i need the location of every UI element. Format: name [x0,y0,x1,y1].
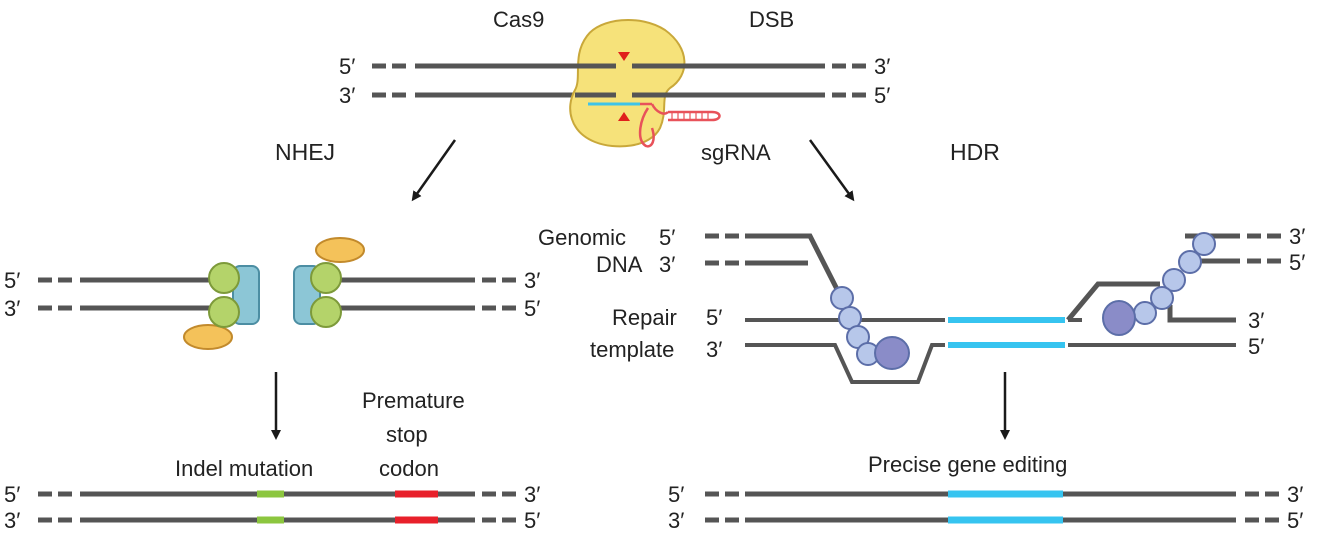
nhej-label: NHEJ [275,139,335,165]
stop-label: stop [386,422,428,447]
genomic-5prime: 5′ [659,225,675,250]
premature-label: Premature [362,388,465,413]
top-3prime-right: 3′ [874,54,890,79]
ku-ligase-complex-icon [183,237,365,350]
rad51-filament-icon [830,232,1216,370]
top-5prime-left: 5′ [339,54,355,79]
hdr-result-5prime-right: 5′ [1287,508,1303,533]
hdr-result-3prime-right: 3′ [1287,482,1303,507]
repair-5prime: 5′ [706,305,722,330]
dsb-label: DSB [749,7,794,32]
top-strands-over-cas9 [575,63,690,98]
hdr-result-3prime-left: 3′ [668,508,684,533]
hdr-repair-3prime-right: 3′ [1248,308,1264,333]
nhej-dna-ends [38,277,516,311]
cas9-protein-icon [569,19,686,148]
nhej-result-3prime-right: 3′ [524,482,540,507]
cut-marker-top-icon [618,52,630,61]
sgrna-hairpin-ticks [671,112,709,120]
nhej-result-3prime-left: 3′ [4,508,20,533]
top-5prime-right: 5′ [874,83,890,108]
hdr-result-5prime-left: 5′ [668,482,684,507]
codon-label: codon [379,456,439,481]
sgrna-label: sgRNA [701,140,771,165]
hdr-top-5prime-right: 5′ [1289,250,1305,275]
precise-gene-editing-label: Precise gene editing [868,452,1067,477]
genomic-label: Genomic [538,225,626,250]
nhej-3prime-right: 3′ [524,268,540,293]
arrow-to-hdr [808,139,855,202]
hdr-result-duplex [705,491,1279,523]
cas9-label: Cas9 [493,7,544,32]
nhej-result-5prime-right: 5′ [524,508,540,533]
arrow-to-nhej [411,139,457,202]
nhej-5prime-left: 5′ [4,268,20,293]
stop-codon-mark [395,490,438,524]
sgrna-hairpin-icon [638,102,721,148]
hdr-repair-template [745,318,1236,384]
dna-label: DNA [596,252,643,277]
hdr-template-insert [948,317,1065,348]
nhej-result-duplex [38,491,516,523]
hdr-edited-segment [948,490,1063,524]
template-3prime: 3′ [706,337,722,362]
dna-3prime: 3′ [659,252,675,277]
indel-mutation-mark [257,490,284,524]
nhej-result-5prime-left: 5′ [4,482,20,507]
top-3prime-left: 3′ [339,83,355,108]
hdr-genomic-strands [705,233,1281,323]
hdr-template-5prime-right: 5′ [1248,334,1264,359]
nhej-3prime-left: 3′ [4,296,20,321]
template-label: template [590,337,674,362]
hdr-top-3prime-right: 3′ [1289,224,1305,249]
cut-marker-bottom-icon [618,112,630,121]
hdr-label: HDR [950,139,1000,165]
nhej-5prime-right: 5′ [524,296,540,321]
indel-mutation-label: Indel mutation [175,456,313,481]
repair-label: Repair [612,305,677,330]
